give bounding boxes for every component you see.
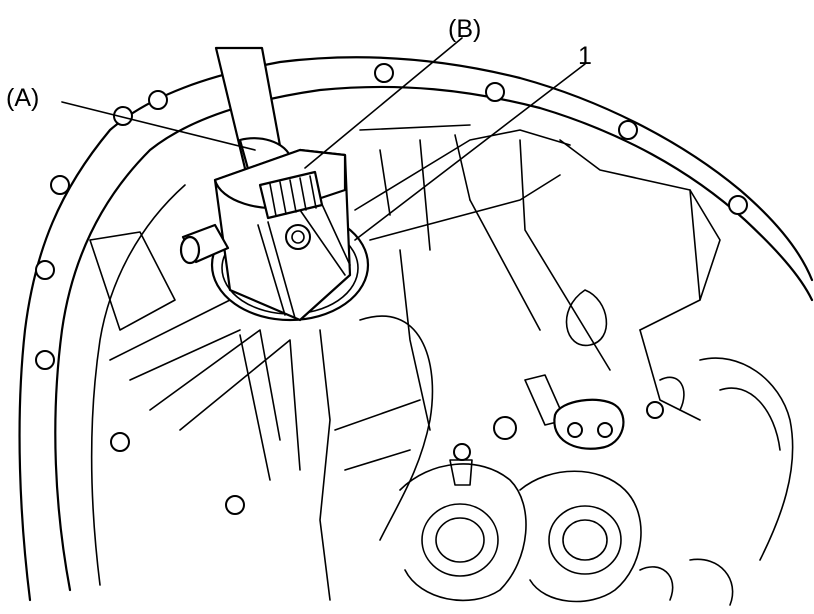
case-outer-flange: [18, 56, 814, 602]
lower-mechanism: [399, 374, 734, 606]
leader-lines: [61, 37, 586, 241]
bearing-puller-attachment: [179, 148, 352, 322]
label-1: 1: [578, 42, 592, 70]
case-internal-ribs: [89, 124, 794, 561]
label-a: (A): [6, 84, 39, 112]
flange-bolt-holes: [35, 63, 748, 515]
label-b: (B): [448, 15, 481, 43]
